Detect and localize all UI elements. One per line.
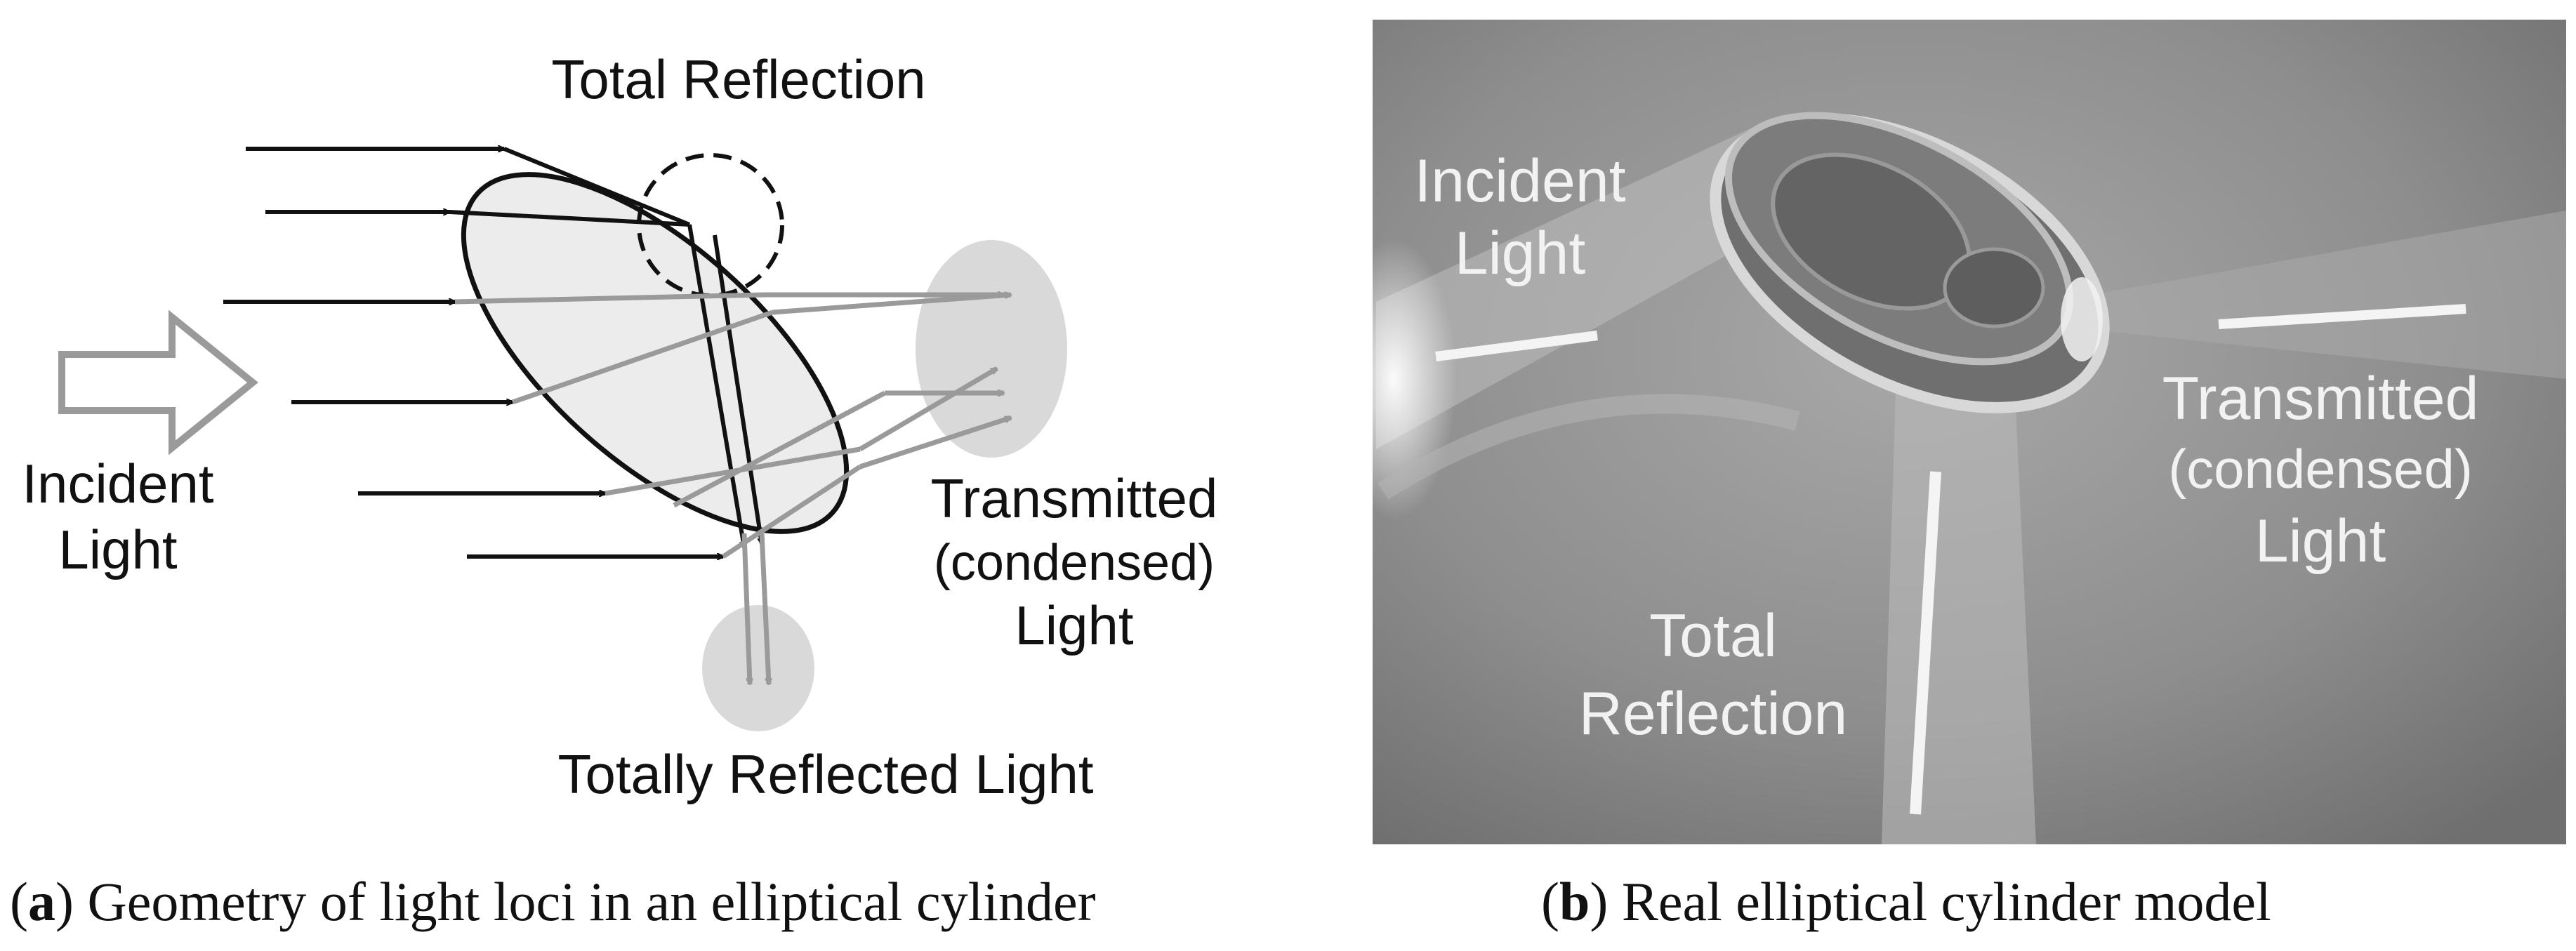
curve-beam-left — [1378, 394, 1800, 500]
label-incident-b-2: Light — [1455, 220, 1586, 287]
left-glow — [1330, 239, 1457, 519]
caption-b: (b) Real elliptical cylinder model — [1541, 871, 2271, 932]
panel-b-photo: Incident Light Transmitted (condensed) L… — [1330, 20, 2566, 844]
label-transmitted-b-1: Transmitted — [2162, 365, 2479, 432]
photo-transmitted-arrow — [2218, 304, 2466, 329]
caption-a: (a) Geometry of light loci in an ellipti… — [10, 871, 1096, 932]
caption-a-letter: a — [27, 871, 55, 932]
internal-reflection-rays — [449, 147, 762, 547]
label-totally-reflected: Totally Reflected Light — [557, 743, 1093, 805]
incident-rays — [223, 149, 723, 557]
caption-b-text: Real elliptical cylinder model — [1621, 871, 2271, 932]
label-total-reflection-a: Total Reflection — [551, 48, 925, 110]
label-total-reflection-b-2: Reflection — [1579, 680, 1847, 747]
total-reflection-dashed-circle — [637, 153, 784, 298]
reflected-down-rays — [741, 533, 769, 684]
photo-reflection-arrow — [1910, 471, 1941, 815]
label-transmitted-a-3: Light — [1015, 594, 1133, 656]
label-incident-a-2: Light — [58, 519, 177, 580]
cylinder-object — [1710, 112, 2110, 413]
label-transmitted-b-2: (condensed) — [2168, 438, 2473, 500]
photo-incident-arrow — [1435, 331, 1598, 361]
caption-b-letter: b — [1559, 871, 1590, 932]
label-total-reflection-b-1: Total — [1649, 602, 1777, 670]
incident-block-arrow — [58, 310, 258, 455]
right-beam — [2092, 211, 2566, 379]
transmitted-rays — [454, 295, 1011, 559]
panel-a-diagram: Total Reflection Incident Light Transmit… — [22, 48, 1217, 805]
label-incident-b-1: Incident — [1414, 147, 1625, 215]
label-transmitted-a-2: (condensed) — [934, 535, 1215, 591]
down-beam — [1882, 393, 2036, 844]
reflected-glow — [702, 605, 814, 731]
label-incident-a-1: Incident — [22, 453, 214, 514]
label-transmitted-a-1: Transmitted — [931, 467, 1218, 529]
caption-a-text: Geometry of light loci in an elliptical … — [87, 871, 1096, 932]
incident-beam — [1376, 126, 1769, 449]
label-transmitted-b-3: Light — [2255, 507, 2386, 575]
